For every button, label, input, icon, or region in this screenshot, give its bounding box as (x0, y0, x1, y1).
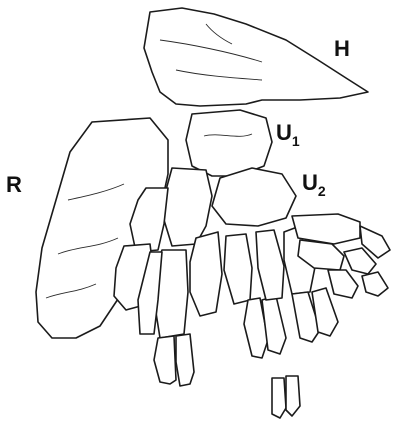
digit-rays-right (284, 214, 390, 342)
digit-rays-left (138, 250, 194, 386)
label-u1-index: 1 (292, 133, 300, 149)
label-u2-index: 2 (318, 183, 326, 199)
label-r: R (6, 172, 22, 197)
label-u1-letter: U (276, 120, 292, 145)
ulnare-bone (186, 110, 272, 176)
second-carpal-bone (212, 168, 296, 226)
label-h: H (334, 36, 350, 61)
label-u1: U1 (276, 120, 300, 149)
label-u2: U2 (302, 170, 326, 199)
label-u2-letter: U (302, 170, 318, 195)
